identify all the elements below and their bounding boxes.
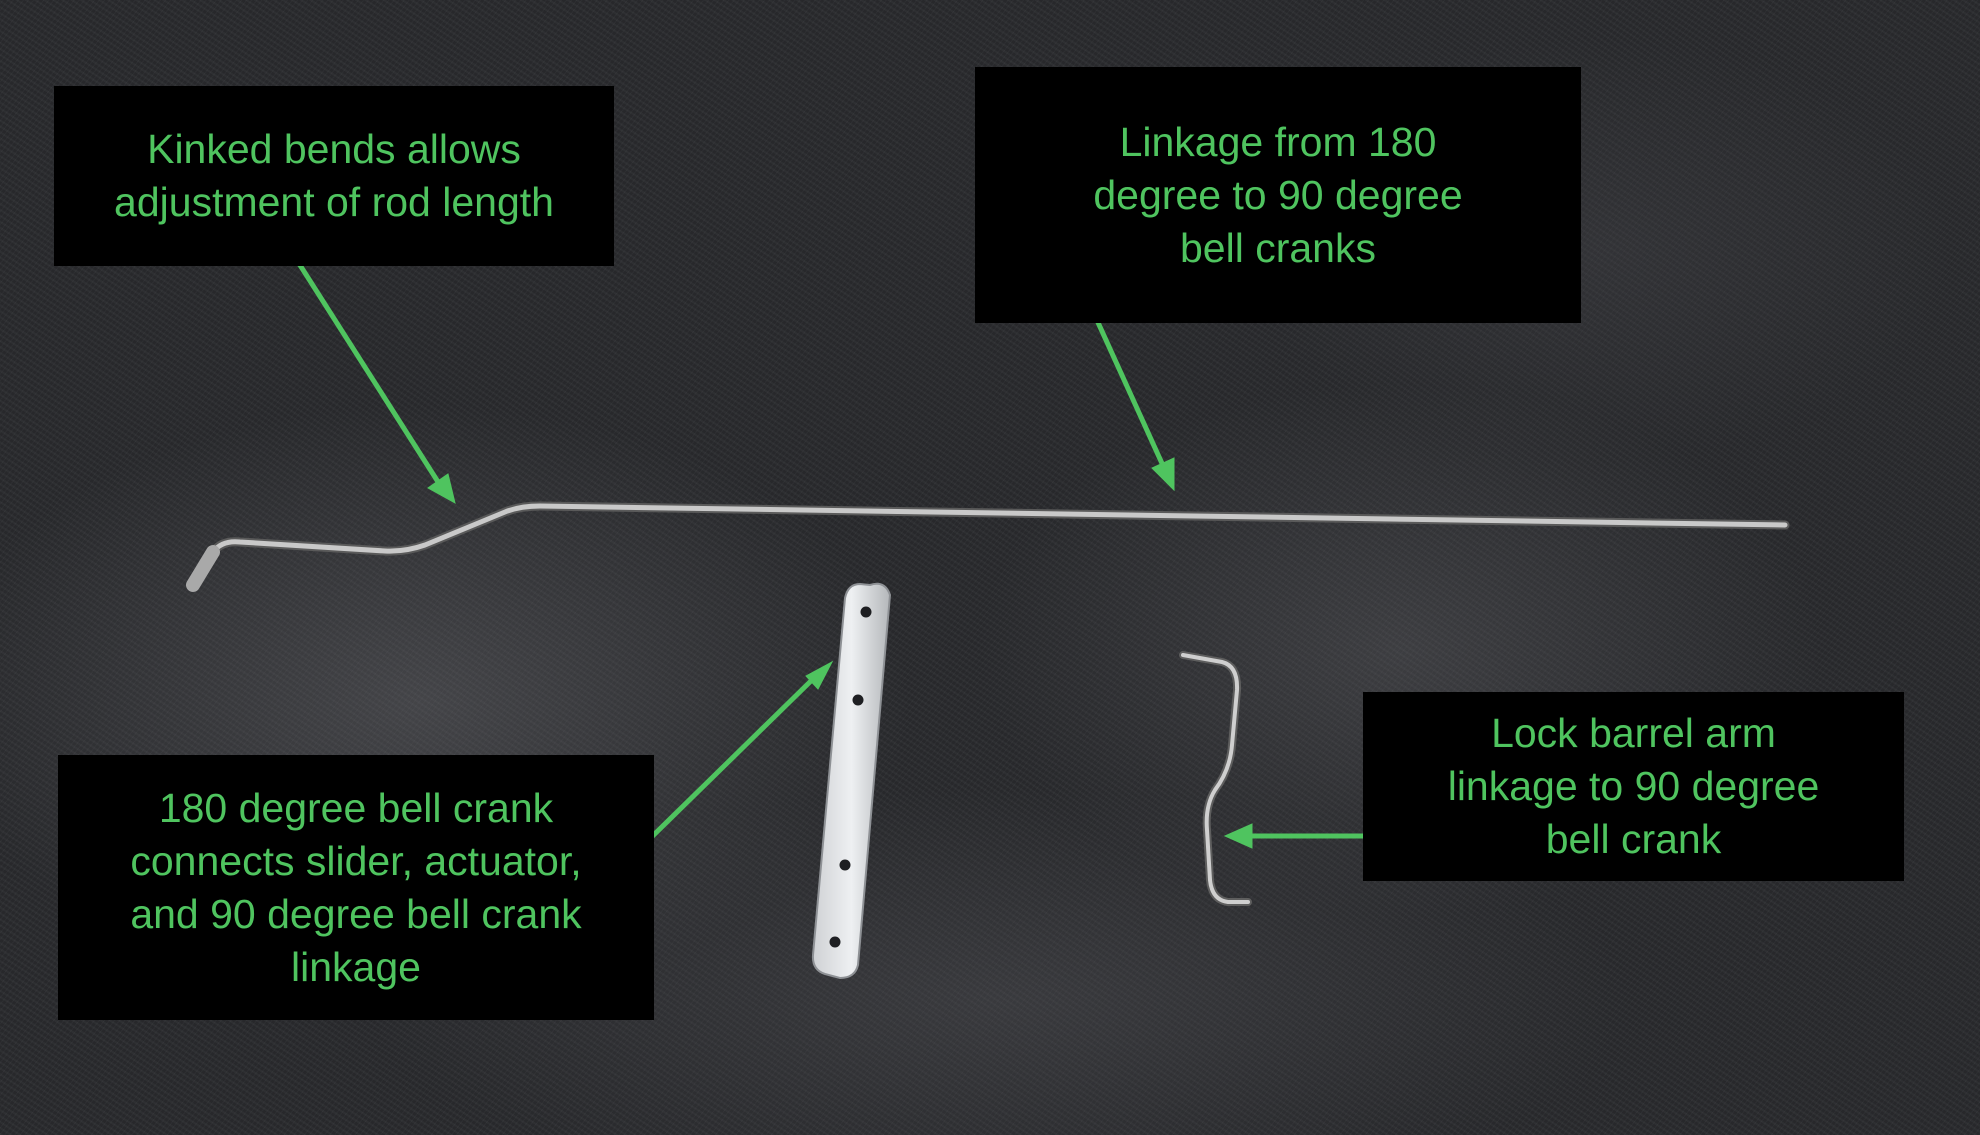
label-bell-crank: 180 degree bell crank connects slider, a… — [58, 755, 654, 1020]
label-kinked-bends: Kinked bends allows adjustment of rod le… — [54, 86, 614, 266]
label-linkage-180-to-90: Linkage from 180 degree to 90 degree bel… — [975, 67, 1581, 323]
label-linkage-text: Linkage from 180 degree to 90 degree bel… — [1093, 118, 1463, 271]
arrow-bell-crank — [620, 660, 834, 868]
label-bell-crank-text: 180 degree bell crank connects slider, a… — [130, 784, 582, 990]
label-lock-text: Lock barrel arm linkage to 90 degree bel… — [1447, 710, 1820, 862]
lock-barrel-linkage-rod — [1179, 651, 1252, 906]
label-kinked-text: Kinked bends allows adjustment of rod le… — [114, 126, 554, 225]
kinked-linkage-rod — [186, 501, 1790, 592]
bell-crank-plate — [811, 582, 892, 980]
label-lock-barrel: Lock barrel arm linkage to 90 degree bel… — [1363, 692, 1904, 881]
